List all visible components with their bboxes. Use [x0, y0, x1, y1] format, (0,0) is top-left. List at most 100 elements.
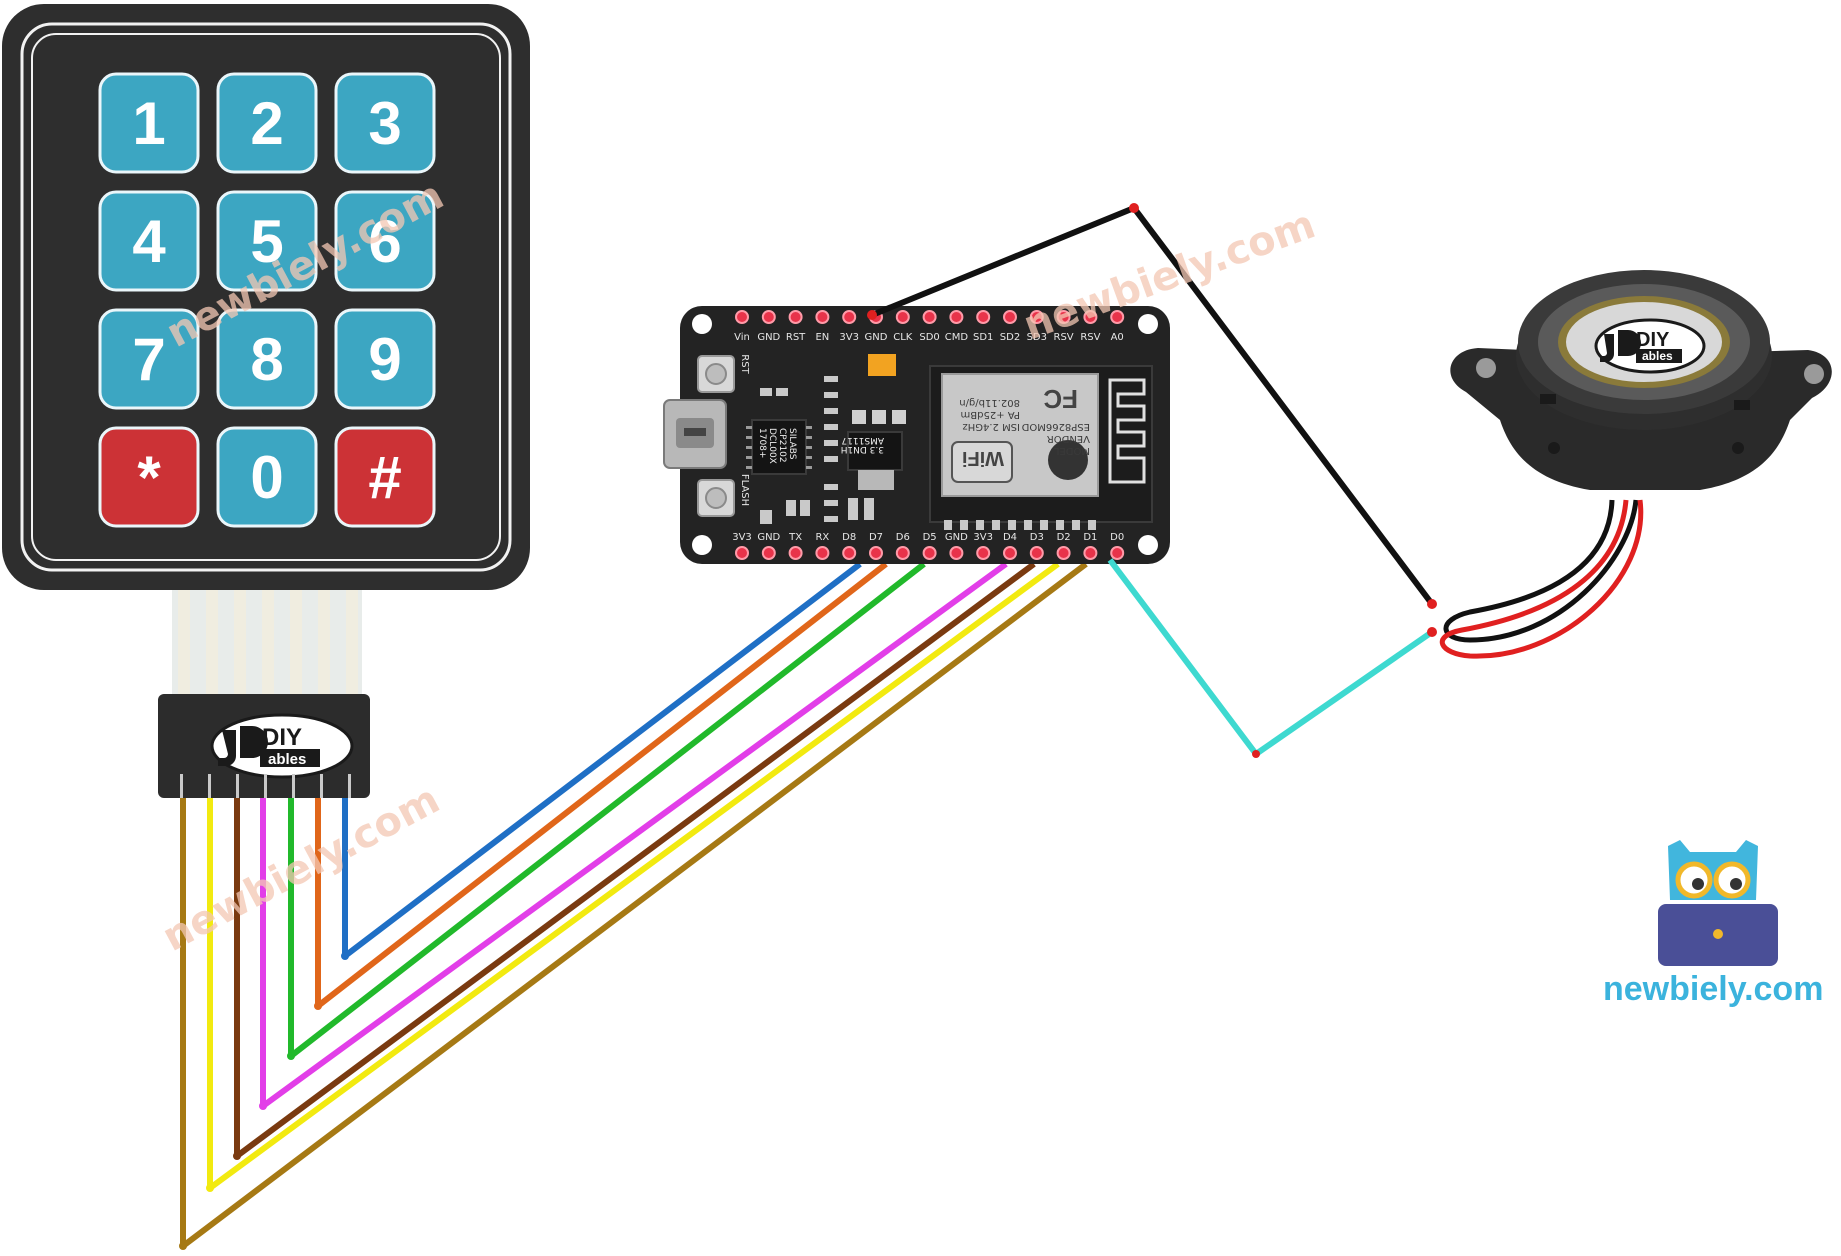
- pin-gnd: GND: [757, 310, 781, 343]
- pin-label: RST: [786, 332, 806, 343]
- pin-d6: D6: [896, 532, 910, 560]
- esp12e-module: WiFi FC MODEL VENDOR ESP8266MOD ISM 2.4G…: [929, 365, 1153, 530]
- pin-rst: RST: [786, 310, 806, 343]
- pin-label: GND: [757, 332, 780, 343]
- key-1[interactable]: 1: [98, 72, 200, 174]
- svg-text:ISM 2.4GHz: ISM 2.4GHz: [962, 421, 1020, 432]
- pin-label: SD1: [973, 332, 993, 343]
- pin-d7: D7: [869, 532, 883, 560]
- buzzer-lead-black: [1443, 499, 1639, 643]
- key-label: 9: [368, 326, 401, 393]
- pin-clk: CLK: [893, 310, 913, 343]
- key-label: 8: [250, 326, 283, 393]
- keypad-border-inner: [31, 33, 501, 561]
- pin-en: EN: [815, 310, 830, 343]
- pin-sd1: SD1: [973, 310, 993, 343]
- key-9[interactable]: 9: [334, 308, 436, 410]
- key-label: 7: [132, 326, 165, 393]
- smd-components: [760, 376, 906, 524]
- svg-text:ESP8266MOD: ESP8266MOD: [1021, 421, 1090, 432]
- newbiely-logo: newbiely.com: [1603, 840, 1823, 1008]
- pin-label: D8: [842, 532, 856, 543]
- pin-gnd: GND: [757, 532, 781, 560]
- diyables-logo-top: DIY: [262, 724, 302, 751]
- usb-port: [663, 399, 727, 469]
- voltage-regulator: AMS1117 3.3 DN1H: [841, 431, 903, 490]
- pin-label: 3V3: [839, 332, 859, 343]
- pin-d3: D3: [1030, 532, 1044, 560]
- key-2[interactable]: 2: [216, 72, 318, 174]
- site-name: newbiely.com: [1603, 970, 1823, 1008]
- buzzer-logo-bottom: ables: [1642, 349, 1673, 363]
- svg-text:DCL00X: DCL00X: [767, 428, 777, 464]
- svg-text:newbiely.com: newbiely.com: [155, 776, 447, 960]
- pin-label: GND: [865, 332, 888, 343]
- pin-sd3: SD3: [1027, 310, 1047, 343]
- flash-button: FLASH: [697, 474, 750, 517]
- key-label: 4: [132, 208, 166, 275]
- pin-label: D3: [1030, 532, 1044, 543]
- svg-text:PA +25dBm: PA +25dBm: [961, 409, 1020, 420]
- key-5[interactable]: 5: [216, 190, 318, 292]
- key-3[interactable]: 3: [334, 72, 436, 174]
- key-6[interactable]: 6: [334, 190, 436, 292]
- svg-text:WiFi: WiFi: [962, 447, 1004, 469]
- pin-label: SD0: [919, 332, 939, 343]
- key-8[interactable]: 8: [216, 308, 318, 410]
- piezo-buzzer: DIY ables: [1439, 270, 1832, 659]
- key-label: 2: [250, 90, 283, 157]
- svg-text:SILABS: SILABS: [787, 428, 797, 460]
- pcb-antenna: [1108, 378, 1146, 484]
- pin-d0: D0: [1110, 532, 1124, 560]
- key-star[interactable]: *: [98, 426, 200, 528]
- reset-button-label: RST: [739, 354, 750, 374]
- key-label: 1: [132, 90, 165, 157]
- key-4[interactable]: 4: [98, 190, 200, 292]
- wire-joints: [179, 952, 349, 1250]
- wire-cyan-d0: [1107, 558, 1434, 757]
- pin-d5: D5: [923, 532, 937, 560]
- pin-label: RSV: [1054, 332, 1074, 343]
- key-label: #: [368, 444, 401, 511]
- pin-label: 3V3: [732, 532, 752, 543]
- pin-label: TX: [788, 532, 802, 543]
- pin-label: GND: [945, 532, 968, 543]
- buzzer-logo-top: DIY: [1636, 329, 1670, 351]
- keypad-wires: [179, 561, 1088, 1250]
- pin-label: D1: [1083, 532, 1097, 543]
- key-label: 3: [368, 90, 401, 157]
- key-hash[interactable]: #: [334, 426, 436, 528]
- usb-serial-chip: SILABS CP2102 DCL00X 1708+: [746, 419, 812, 475]
- pin-label: D2: [1057, 532, 1071, 543]
- pin-label: D4: [1003, 532, 1017, 543]
- pin-3v3: 3V3: [732, 532, 752, 560]
- pin-label: Vin: [734, 332, 750, 343]
- pin-label: SD2: [1000, 332, 1020, 343]
- svg-text:AMS1117: AMS1117: [841, 435, 884, 445]
- svg-text:FC: FC: [1043, 384, 1078, 414]
- pin-sd2: SD2: [1000, 310, 1020, 343]
- wifi-logo: WiFi FC: [951, 384, 1088, 483]
- pin-tx: TX: [788, 532, 803, 560]
- buzzer-lead-red: [1439, 499, 1644, 659]
- pin-label: A0: [1111, 332, 1124, 343]
- pin-gnd: GND: [945, 532, 968, 560]
- svg-text:3.3 DN1H: 3.3 DN1H: [841, 444, 884, 454]
- svg-text:1708+: 1708+: [757, 428, 767, 458]
- key-label: 0: [250, 444, 283, 511]
- svg-text:CP2102: CP2102: [777, 428, 787, 463]
- key-0[interactable]: 0: [216, 426, 318, 528]
- flash-button-label: FLASH: [739, 474, 750, 506]
- pin-vin: Vin: [734, 310, 750, 343]
- key-7[interactable]: 7: [98, 308, 200, 410]
- keypad-border-outer: [20, 22, 512, 572]
- reset-button: RST: [697, 354, 750, 393]
- pin-sd0: SD0: [919, 310, 940, 343]
- pin-d2: D2: [1057, 532, 1071, 560]
- diyables-logo-bottom: ables: [268, 751, 306, 768]
